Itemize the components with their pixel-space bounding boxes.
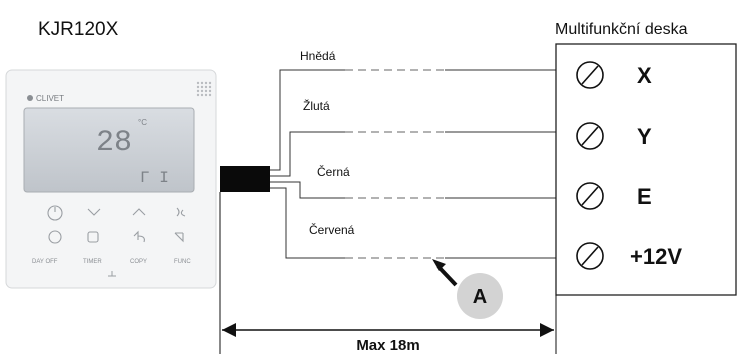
back-arrow-icon[interactable]: [133, 230, 145, 243]
func-button[interactable]: FUNC: [174, 259, 191, 265]
terminal-label-y: Y: [637, 124, 652, 149]
callout-circle: [457, 273, 503, 319]
terminal-e: E: [576, 182, 652, 210]
speaker-grille: [196, 81, 212, 97]
brand-logo-icon: [27, 95, 33, 101]
chevron-down-icon[interactable]: [87, 208, 101, 216]
terminal-label-e: E: [637, 184, 652, 209]
swing-button-icon[interactable]: [87, 231, 99, 243]
timer-button[interactable]: TIMER: [83, 259, 102, 265]
controller-brand: CLIVET: [36, 94, 64, 103]
callout-label: A: [473, 286, 487, 308]
cable-connector: [220, 166, 270, 192]
callout-a: A: [432, 259, 503, 319]
screw-slot-icon: [581, 65, 599, 85]
cable-fanout: [270, 69, 308, 259]
lcd-display: [23, 107, 195, 193]
screw-slot-icon: [581, 246, 599, 266]
display-unit: °C: [138, 118, 147, 127]
screw-slot-icon: [581, 126, 599, 146]
controller-model-label: KJR120X: [38, 19, 119, 40]
display-temperature: 28: [96, 126, 132, 160]
wall-controller: CLIVET 28 °C Г I DAY OFF TIMER COPY FUNC: [5, 69, 217, 289]
max-length-dimension: Max 18m: [219, 192, 557, 354]
power-button-icon[interactable]: [47, 205, 63, 221]
arrow-icon: [432, 259, 446, 271]
expand-icon[interactable]: [174, 232, 184, 243]
copy-button[interactable]: COPY: [130, 259, 147, 265]
dimension-label: Max 18m: [356, 337, 419, 354]
terminal-label-x: X: [637, 63, 652, 88]
fan-icon[interactable]: [176, 207, 186, 217]
wire-label-brown: Hnědá: [300, 49, 336, 63]
wire-label-red: Červená: [309, 222, 355, 237]
terminal-y: Y: [576, 122, 652, 150]
board-title: Multifunkční deska: [555, 21, 688, 38]
dayoff-button[interactable]: DAY OFF: [32, 259, 58, 265]
terminal-12v: +12V: [576, 242, 682, 270]
lock-icon: [108, 271, 116, 277]
chevron-up-icon[interactable]: [132, 208, 146, 216]
wire-label-yellow: Žlutá: [303, 98, 330, 113]
terminal-x: X: [576, 61, 652, 89]
display-code: Г I: [140, 169, 169, 187]
screw-slot-icon: [581, 186, 599, 206]
wire-label-black: Černá: [317, 164, 350, 179]
mode-button-icon[interactable]: [48, 230, 62, 244]
terminal-label-12v: +12V: [630, 244, 682, 269]
